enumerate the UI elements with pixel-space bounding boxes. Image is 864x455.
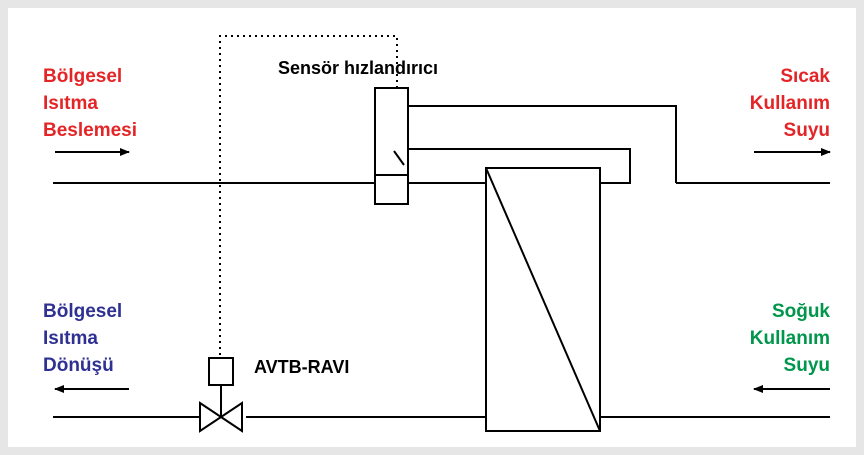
hot-water-label-line: Suyu [783,120,830,141]
hot-water-label: Sıcak Kullanım Suyu [750,63,830,144]
supply-label-line: Beslemesi [43,120,138,141]
valve-label: AVTB-RAVI [254,357,350,377]
return-label-line: Isıtma [43,328,98,349]
diagram-canvas: Bölgesel Isıtma Beslemesi Bölgesel Isıtm… [8,8,856,447]
valve-body [199,401,243,433]
return-label-line: Dönüşü [43,355,114,376]
return-label: Bölgesel Isıtma Dönüşü [43,298,122,379]
cold-water-label-line: Kullanım [749,328,830,349]
heat-exchanger-diagonal [485,167,601,432]
sensor-accelerator [374,87,409,176]
cold-water-label: Soğuk Kullanım Suyu [750,298,830,379]
sensor-switch [393,150,405,166]
cold-water-label-line: Soğuk [771,301,830,322]
valve-actuator [208,357,234,386]
hot-water-label-line: Sıcak [780,66,830,87]
supply-label: Bölgesel Isıtma Beslemesi [43,63,137,144]
sensor-housing [374,174,409,205]
supply-label-line: Isıtma [43,93,98,114]
sensor-accelerator-label: Sensör hızlandırıcı [278,58,439,78]
return-label-line: Bölgesel [43,301,123,322]
sensor-loop-inner [408,148,631,184]
cold-water-label-line: Suyu [783,355,830,376]
supply-label-line: Bölgesel [43,66,123,87]
hot-water-label-line: Kullanım [749,93,830,114]
control-signal-line [219,35,398,358]
schematic [53,35,831,433]
sensor-loop-outer [408,105,677,183]
